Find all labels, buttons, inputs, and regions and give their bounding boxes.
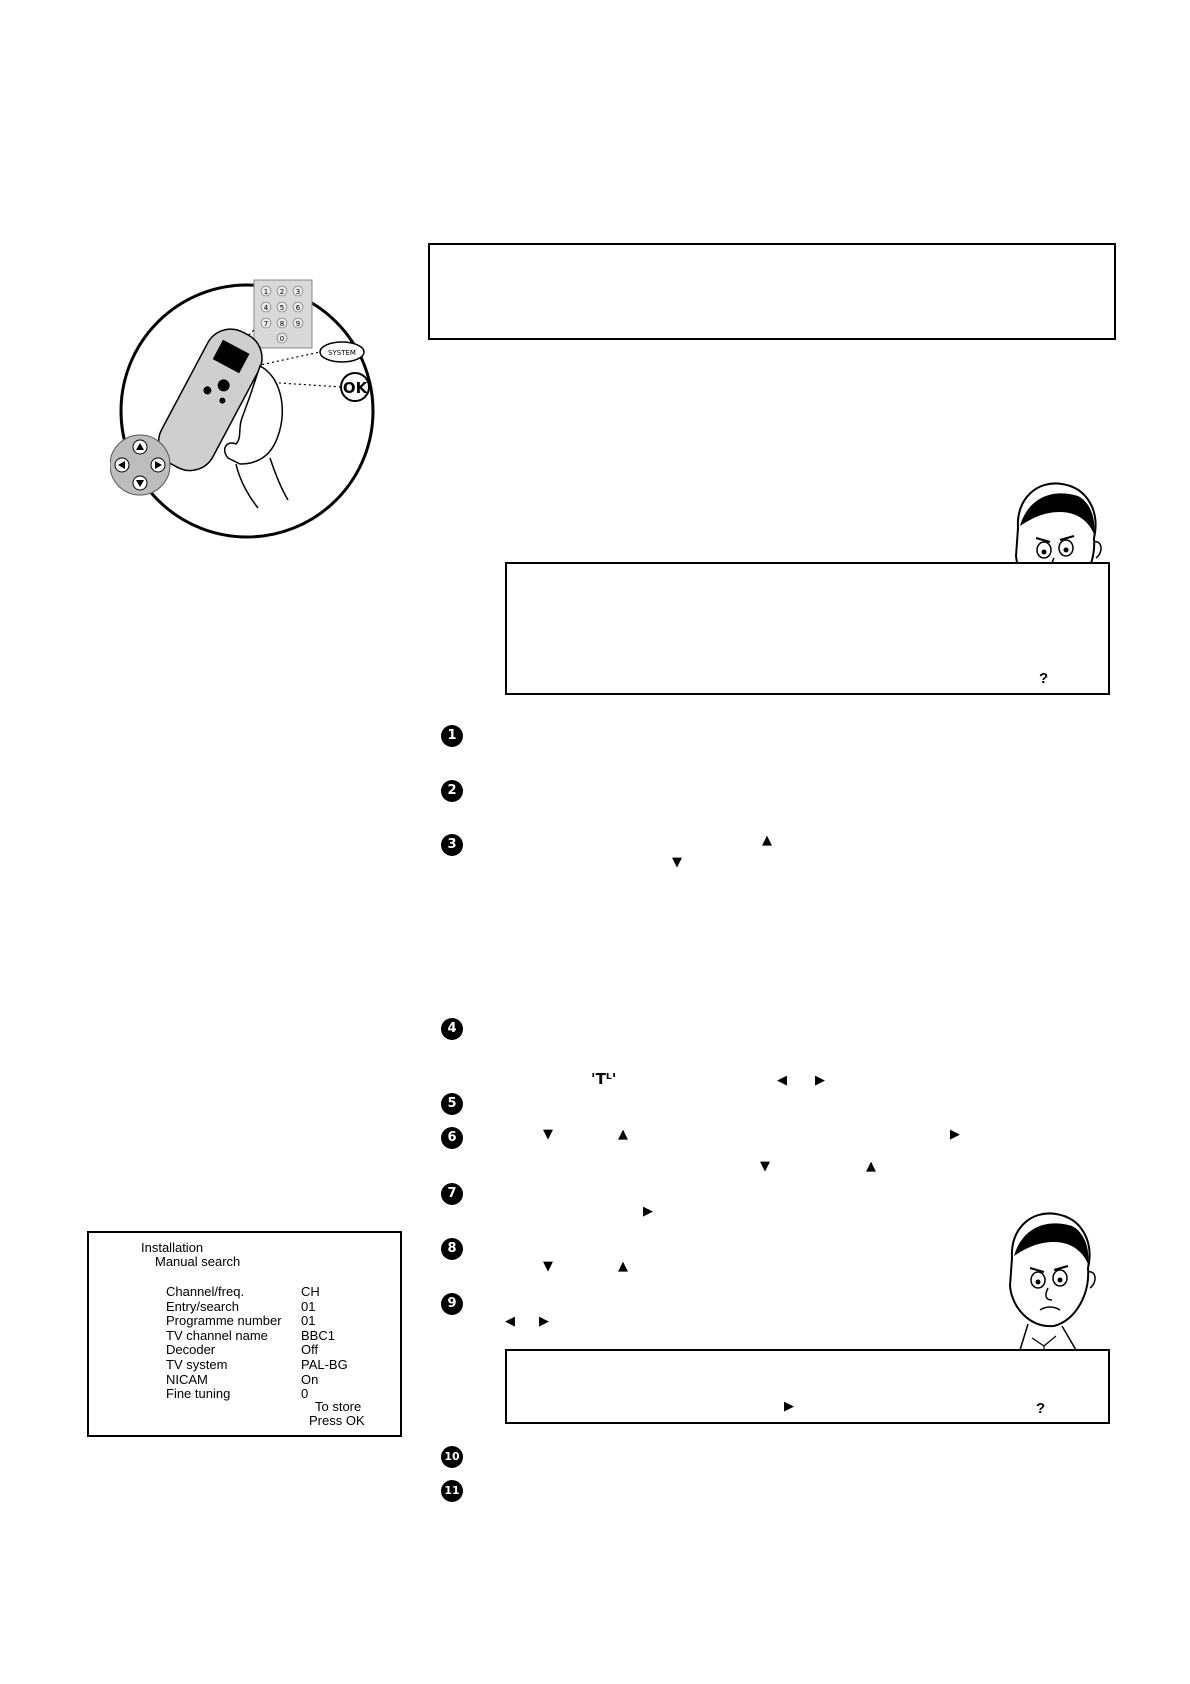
osd-row-label: Entry/search bbox=[166, 1298, 239, 1314]
osd-store-hint: To store bbox=[315, 1399, 362, 1414]
osd-row-value: Off bbox=[301, 1342, 319, 1358]
step-number: 10 bbox=[441, 1446, 463, 1468]
osd-row-label: Decoder bbox=[166, 1342, 216, 1358]
osd-store-hint: Press OK bbox=[309, 1413, 365, 1428]
osd-row-value: 01 bbox=[301, 1313, 316, 1329]
remote-control-illustration: 1 2 3 4 5 6 7 8 9 0 SYSTEM OK bbox=[110, 279, 375, 539]
left-arrow-icon: ◀ bbox=[505, 1314, 515, 1329]
down-arrow-icon: ▼ bbox=[760, 1159, 770, 1174]
osd-row-value: CH bbox=[301, 1284, 320, 1299]
down-arrow-icon: ▼ bbox=[672, 855, 682, 870]
osd-row-label: TV system bbox=[166, 1356, 228, 1372]
keypad-key: 5 bbox=[280, 304, 284, 312]
step-number: 2 bbox=[441, 780, 463, 802]
osd-row: Entry/search 01 bbox=[166, 1298, 348, 1315]
tip-box bbox=[505, 1349, 1110, 1424]
question-mark-icon: ? bbox=[1036, 1400, 1046, 1417]
right-arrow-icon: ▶ bbox=[643, 1204, 653, 1219]
tip-box bbox=[505, 562, 1110, 695]
left-arrow-icon: ◀ bbox=[777, 1073, 787, 1088]
osd-row: TV channel name BBC1 bbox=[166, 1327, 348, 1344]
keypad-key: 1 bbox=[264, 288, 268, 296]
osd-row: Channel/freq. CH bbox=[166, 1284, 348, 1300]
osd-row: Programme number 01 bbox=[166, 1314, 348, 1329]
step-number: 4 bbox=[441, 1018, 463, 1040]
osd-row: Decoder Off bbox=[166, 1343, 348, 1358]
osd-title: Installation bbox=[141, 1240, 204, 1255]
osd-row-value: PAL-BG bbox=[301, 1356, 348, 1372]
step-number: 6 bbox=[441, 1127, 463, 1149]
osd-row-value: 0 bbox=[301, 1386, 309, 1402]
keypad-key: 9 bbox=[296, 320, 300, 328]
up-arrow-icon: ▲ bbox=[762, 833, 772, 848]
osd-row-value: 01 bbox=[301, 1298, 316, 1314]
keypad-key: 6 bbox=[296, 304, 301, 312]
osd-manual-search-screen: Installation Manual search Channel/freq.… bbox=[87, 1231, 402, 1437]
step-number: 9 bbox=[441, 1293, 463, 1315]
osd-row-value: BBC1 bbox=[301, 1327, 335, 1343]
up-arrow-icon: ▲ bbox=[618, 1259, 628, 1274]
keypad-key: 2 bbox=[280, 288, 284, 296]
step-number: 11 bbox=[441, 1480, 463, 1502]
ok-button-label: OK bbox=[343, 379, 369, 397]
osd-row-label: Programme number bbox=[166, 1313, 282, 1329]
right-arrow-icon: ▶ bbox=[815, 1073, 825, 1088]
step-number: 1 bbox=[441, 725, 463, 747]
osd-row-label: Channel/freq. bbox=[166, 1284, 245, 1299]
osd-row: Fine tuning 0 bbox=[166, 1387, 348, 1402]
keypad-key: 8 bbox=[280, 320, 284, 328]
keypad-key: 3 bbox=[296, 288, 300, 296]
step-number: 8 bbox=[441, 1238, 463, 1260]
up-arrow-icon: ▲ bbox=[618, 1127, 628, 1142]
tip-box-right-border bbox=[1108, 562, 1110, 695]
osd-row: NICAM On bbox=[166, 1371, 348, 1388]
keypad-key: 7 bbox=[264, 320, 268, 328]
osd-row-label: TV channel name bbox=[166, 1327, 268, 1343]
setup-symbol-icon: 'Tᴸ' bbox=[591, 1070, 617, 1088]
osd-subtitle: Manual search bbox=[155, 1254, 241, 1269]
keypad-key: 0 bbox=[280, 335, 284, 343]
down-arrow-icon: ▼ bbox=[543, 1127, 553, 1142]
osd-row-label: Fine tuning bbox=[166, 1386, 231, 1402]
question-mark-icon: ? bbox=[1039, 670, 1049, 687]
step-number: 5 bbox=[441, 1093, 463, 1115]
step-number: 3 bbox=[441, 834, 463, 856]
intro-box bbox=[428, 243, 1116, 340]
osd-row-label: NICAM bbox=[166, 1371, 208, 1387]
osd-row: TV system PAL-BG bbox=[166, 1356, 348, 1373]
help-man-illustration bbox=[995, 1212, 1109, 1382]
up-arrow-icon: ▲ bbox=[866, 1159, 876, 1174]
osd-settings-list: Channel/freq. CH Entry/search 01 Programme… bbox=[166, 1284, 348, 1402]
right-arrow-icon: ▶ bbox=[950, 1127, 960, 1142]
osd-row-value: On bbox=[301, 1371, 319, 1387]
right-arrow-icon: ▶ bbox=[539, 1314, 549, 1329]
right-arrow-icon: ▶ bbox=[784, 1399, 794, 1414]
system-button-label: SYSTEM bbox=[328, 349, 356, 357]
step-number: 7 bbox=[441, 1183, 463, 1205]
keypad-key: 4 bbox=[264, 304, 269, 312]
down-arrow-icon: ▼ bbox=[543, 1259, 553, 1274]
